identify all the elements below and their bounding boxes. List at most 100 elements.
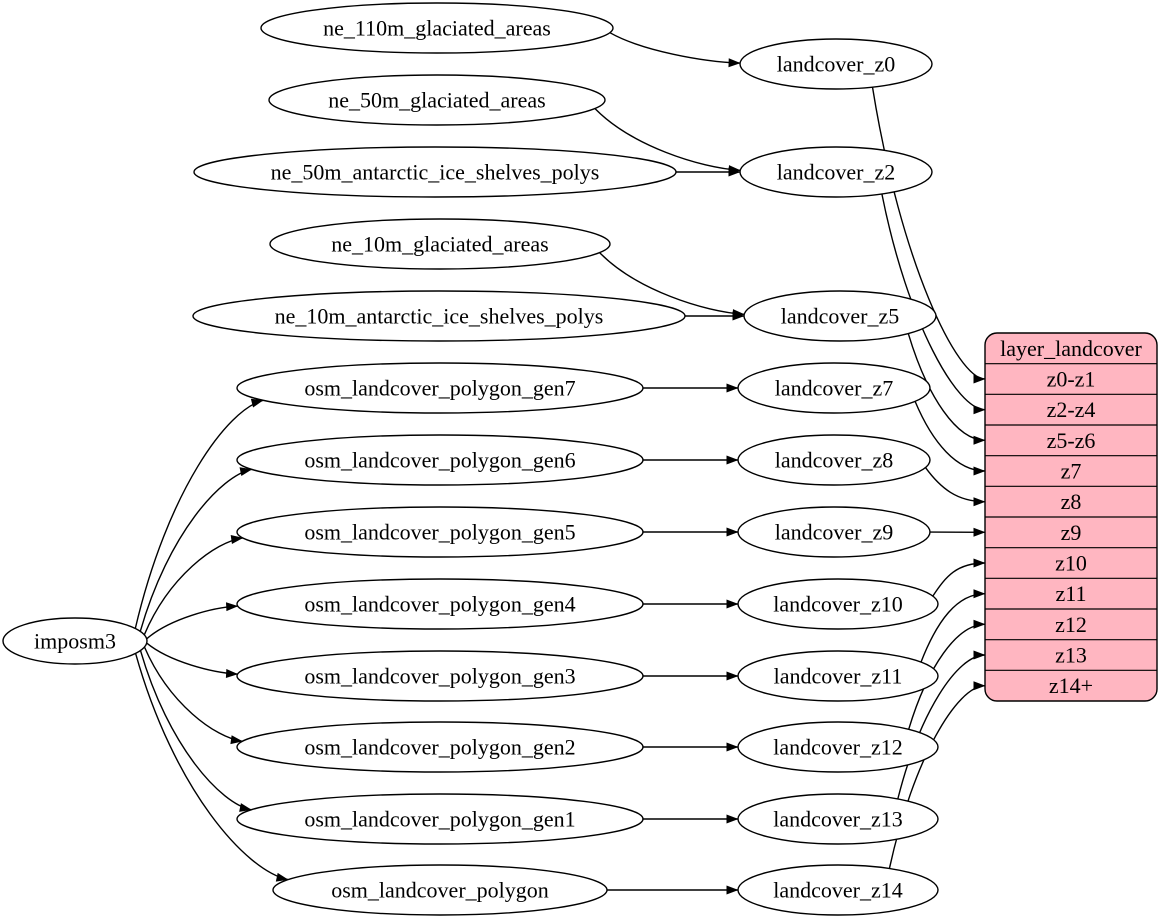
node-shape-ne_50m_antarctic_ice_shelves_polys (193, 146, 677, 198)
node-label-osm_landcover_polygon_gen4: osm_landcover_polygon_gen4 (304, 592, 575, 617)
table-row-z13: z13 (1055, 643, 1087, 668)
node-shape-landcover_z7 (737, 362, 931, 414)
node-label-landcover_z11: landcover_z11 (774, 664, 903, 689)
node-label-ne_10m_glaciated_areas: ne_10m_glaciated_areas (331, 232, 548, 257)
node-label-ne_110m_glaciated_areas: ne_110m_glaciated_areas (323, 16, 551, 41)
node-osm_landcover_polygon_gen6: osm_landcover_polygon_gen6 (236, 434, 644, 486)
edge-imposm3-to-osm_landcover_polygon_gen2 (143, 646, 243, 745)
node-shape-landcover_z2 (739, 146, 933, 198)
node-label-landcover_z12: landcover_z12 (773, 735, 903, 760)
node-label-osm_landcover_polygon_gen7: osm_landcover_polygon_gen7 (304, 376, 575, 401)
node-osm_landcover_polygon_gen3: osm_landcover_polygon_gen3 (236, 650, 644, 702)
node-label-ne_50m_antarctic_ice_shelves_polys: ne_50m_antarctic_ice_shelves_polys (271, 160, 600, 185)
table-row-z5-z6: z5-z6 (1047, 428, 1096, 453)
table-row-z9: z9 (1061, 520, 1082, 545)
node-landcover_z8: landcover_z8 (737, 434, 931, 486)
node-label-osm_landcover_polygon: osm_landcover_polygon (331, 878, 549, 903)
node-shape-landcover_z10 (737, 578, 939, 630)
table-row-z2-z4: z2-z4 (1047, 397, 1096, 422)
edge-imposm3-to-osm_landcover_polygon_gen6 (139, 467, 253, 632)
node-ne_10m_glaciated_areas: ne_10m_glaciated_areas (269, 218, 611, 270)
node-shape-osm_landcover_polygon_gen6 (236, 434, 644, 486)
node-label-ne_50m_glaciated_areas: ne_50m_glaciated_areas (328, 88, 545, 113)
node-landcover_z9: landcover_z9 (737, 506, 931, 558)
node-label-osm_landcover_polygon_gen2: osm_landcover_polygon_gen2 (304, 735, 575, 760)
node-shape-osm_landcover_polygon_gen2 (236, 721, 644, 773)
node-shape-osm_landcover_polygon (272, 864, 608, 916)
node-label-landcover_z14: landcover_z14 (773, 878, 903, 903)
node-label-osm_landcover_polygon_gen1: osm_landcover_polygon_gen1 (304, 807, 575, 832)
node-landcover_z5: landcover_z5 (743, 290, 937, 342)
node-label-osm_landcover_polygon_gen6: osm_landcover_polygon_gen6 (304, 448, 575, 473)
node-shape-landcover_z14 (737, 864, 939, 916)
node-shape-landcover_z13 (737, 793, 939, 845)
node-label-landcover_z5: landcover_z5 (781, 304, 900, 329)
node-osm_landcover_polygon_gen4: osm_landcover_polygon_gen4 (236, 578, 644, 630)
node-shape-landcover_z11 (737, 650, 939, 702)
node-label-landcover_z0: landcover_z0 (777, 52, 896, 77)
table-row-z11: z11 (1056, 581, 1087, 606)
node-landcover_z10: landcover_z10 (737, 578, 939, 630)
node-landcover_z12: landcover_z12 (737, 721, 939, 773)
edge-imposm3-to-osm_landcover_polygon_gen3 (146, 642, 239, 679)
node-osm_landcover_polygon_gen2: osm_landcover_polygon_gen2 (236, 721, 644, 773)
node-label-landcover_z7: landcover_z7 (775, 376, 894, 401)
node-shape-osm_landcover_polygon_gen4 (236, 578, 644, 630)
node-shape-landcover_z9 (737, 506, 931, 558)
table-row-z0-z1: z0-z1 (1047, 367, 1096, 392)
edge-ne_110m_glaciated_areas-to-landcover_z0 (609, 32, 741, 68)
node-osm_landcover_polygon: osm_landcover_polygon (272, 864, 608, 916)
node-label-landcover_z9: landcover_z9 (775, 520, 894, 545)
node-shape-ne_50m_glaciated_areas (268, 74, 606, 126)
edge-landcover_z5-to-row-z5-z6 (907, 333, 986, 445)
node-shape-ne_10m_glaciated_areas (269, 218, 611, 270)
node-label-imposm3: imposm3 (34, 629, 116, 654)
node-shape-landcover_z12 (737, 721, 939, 773)
node-landcover_z14: landcover_z14 (737, 864, 939, 916)
node-landcover_z0: landcover_z0 (739, 38, 933, 90)
node-osm_landcover_polygon_gen7: osm_landcover_polygon_gen7 (236, 362, 644, 414)
node-label-landcover_z13: landcover_z13 (773, 807, 903, 832)
node-label-landcover_z10: landcover_z10 (773, 592, 903, 617)
edge-landcover_z13-to-row-z13 (897, 650, 986, 800)
table-title: layer_landcover (1000, 336, 1142, 361)
node-ne_110m_glaciated_areas: ne_110m_glaciated_areas (260, 2, 614, 54)
node-shape-ne_110m_glaciated_areas (260, 2, 614, 54)
node-osm_landcover_polygon_gen1: osm_landcover_polygon_gen1 (236, 793, 644, 845)
table-row-z7: z7 (1061, 459, 1082, 484)
node-shape-landcover_z5 (743, 290, 937, 342)
node-shape-ne_10m_antarctic_ice_shelves_polys (192, 290, 686, 342)
node-shape-osm_landcover_polygon_gen5 (236, 506, 644, 558)
node-ne_10m_antarctic_ice_shelves_polys: ne_10m_antarctic_ice_shelves_polys (192, 290, 686, 342)
node-osm_landcover_polygon_gen5: osm_landcover_polygon_gen5 (236, 506, 644, 558)
node-ne_50m_glaciated_areas: ne_50m_glaciated_areas (268, 74, 606, 126)
edge-landcover_z8-to-row-z8 (924, 467, 986, 507)
edge-landcover_z11-to-row-z11 (920, 589, 986, 663)
node-shape-osm_landcover_polygon_gen7 (236, 362, 644, 414)
edge-landcover_z7-to-row-z7 (914, 401, 986, 476)
edge-ne_50m_glaciated_areas-to-landcover_z2 (594, 108, 741, 175)
node-landcover_z7: landcover_z7 (737, 362, 931, 414)
node-shape-osm_landcover_polygon_gen1 (236, 793, 644, 845)
table-row-z8: z8 (1061, 489, 1082, 514)
edge-landcover_z12-to-row-z12 (908, 619, 986, 730)
edge-imposm3-to-osm_landcover_polygon_gen7 (134, 398, 264, 629)
node-label-landcover_z2: landcover_z2 (777, 160, 896, 185)
edge-imposm3-to-osm_landcover_polygon_gen4 (146, 602, 239, 640)
table-layer_landcover: layer_landcover z0-z1 z2-z4 z5-z6 z7 z8 z9 z10 z… (984, 332, 1158, 702)
node-ne_50m_antarctic_ice_shelves_polys: ne_50m_antarctic_ice_shelves_polys (193, 146, 677, 198)
node-landcover_z11: landcover_z11 (737, 650, 939, 702)
node-landcover_z13: landcover_z13 (737, 793, 939, 845)
node-shape-landcover_z8 (737, 434, 931, 486)
node-shape-landcover_z0 (739, 38, 933, 90)
edge-landcover_z2-to-row-z2-z4 (881, 193, 986, 415)
edge-imposm3-to-osm_landcover_polygon_gen1 (139, 650, 252, 812)
table-row-z14+: z14+ (1049, 673, 1093, 698)
edge-ne_10m_glaciated_areas-to-landcover_z5 (599, 252, 745, 319)
node-label-osm_landcover_polygon_gen3: osm_landcover_polygon_gen3 (304, 664, 575, 689)
table-row-z10: z10 (1055, 551, 1087, 576)
node-shape-imposm3 (2, 617, 148, 665)
edge-imposm3-to-osm_landcover_polygon_gen5 (143, 535, 244, 636)
